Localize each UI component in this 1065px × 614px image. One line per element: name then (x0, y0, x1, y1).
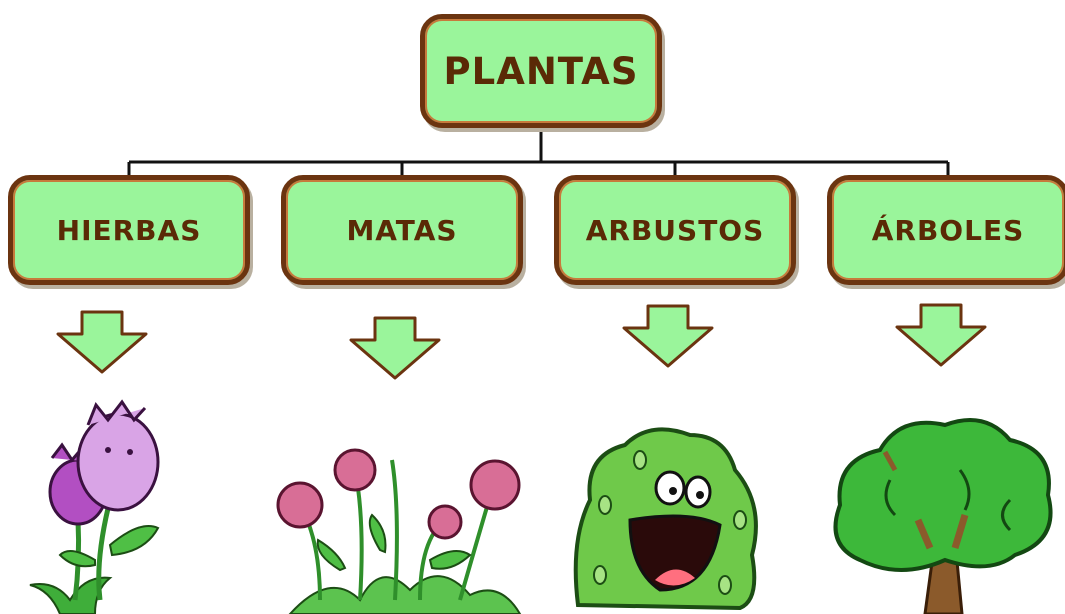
root-node-plantas: PLANTAS (420, 14, 662, 128)
root-node-label: PLANTAS (443, 49, 639, 93)
node-label: HIERBAS (56, 213, 202, 247)
down-arrow-icon (349, 316, 441, 380)
down-arrow-icon (622, 304, 714, 368)
tree-icon (833, 418, 1053, 614)
node-label: ARBUSTOS (585, 213, 765, 247)
node-label: MATAS (346, 213, 458, 247)
smiling-shrub-icon (573, 427, 758, 611)
node-label: ÁRBOLES (871, 213, 1025, 247)
down-arrow-icon (56, 310, 148, 374)
node-hierbas: HIERBAS (8, 175, 250, 285)
down-arrow-icon (895, 303, 987, 367)
flowers-icon (29, 399, 160, 614)
node-arbustos: ARBUSTOS (554, 175, 796, 285)
node-matas: MATAS (281, 175, 523, 285)
bush-plant-icon (276, 448, 522, 614)
